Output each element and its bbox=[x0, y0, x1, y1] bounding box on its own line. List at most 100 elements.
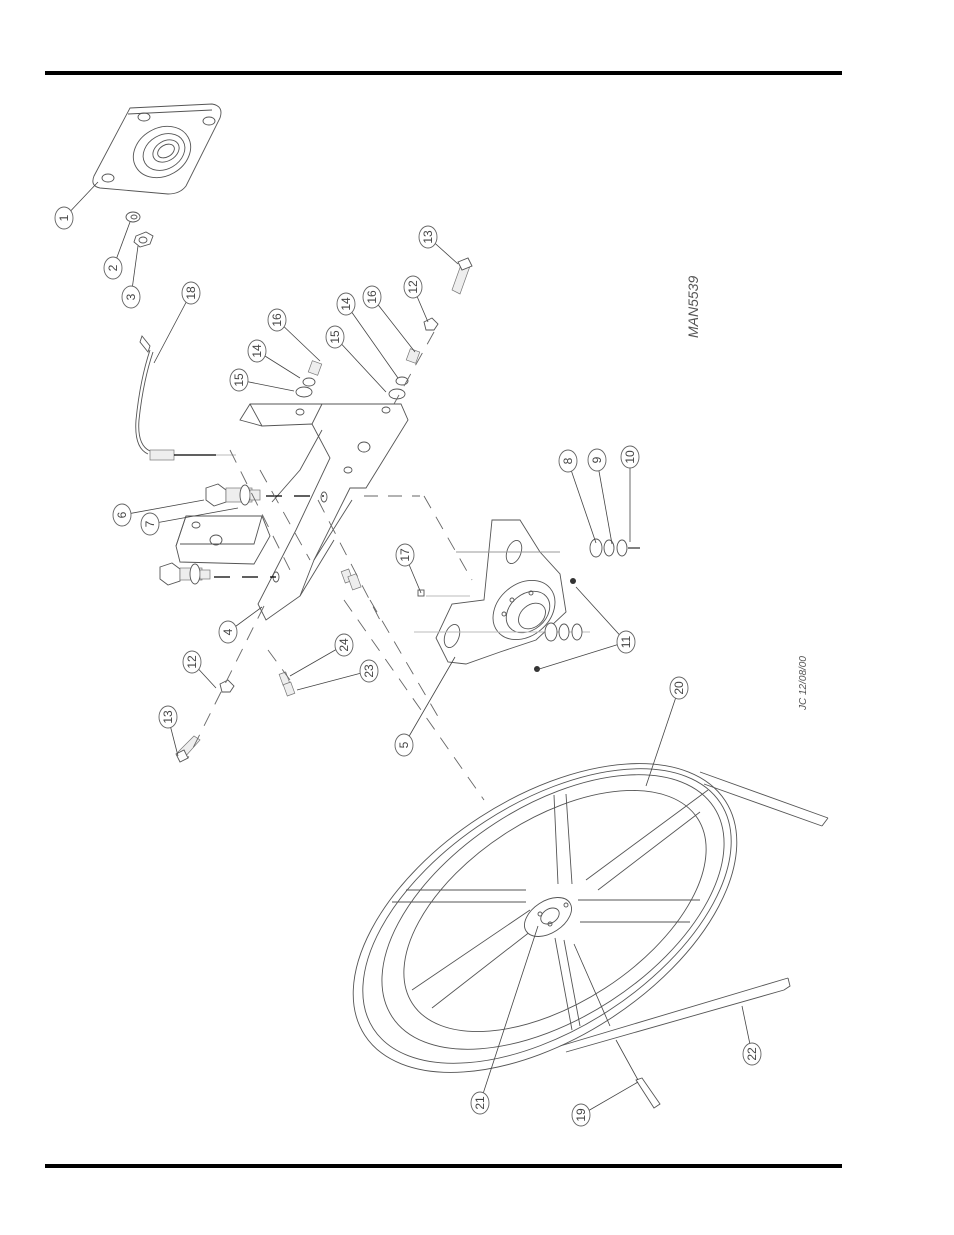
callout-10: 10 bbox=[620, 445, 640, 542]
key-part bbox=[573, 943, 661, 1109]
leader-line bbox=[645, 687, 680, 787]
callout-bubble bbox=[362, 285, 382, 309]
callout-bubble bbox=[394, 733, 414, 757]
callout-number: 6 bbox=[115, 511, 129, 518]
callout-number: 16 bbox=[365, 290, 379, 304]
callout-15: 15 bbox=[229, 368, 295, 392]
callout-number: 23 bbox=[362, 664, 376, 678]
leader-line bbox=[596, 459, 613, 545]
callout-number: 4 bbox=[221, 628, 235, 635]
callout-number: 3 bbox=[124, 293, 138, 300]
callout-bubble bbox=[616, 630, 636, 654]
callout-bubble bbox=[620, 445, 640, 469]
callout-bubble bbox=[182, 650, 202, 674]
leader-line bbox=[371, 296, 416, 353]
callout-16: 16 bbox=[267, 308, 321, 362]
drafter-date: JC 12/08/00 bbox=[798, 656, 809, 711]
callout-bubble bbox=[558, 449, 578, 473]
bracket-hardware bbox=[295, 257, 473, 405]
grease-fittings bbox=[267, 568, 362, 697]
leader-line bbox=[403, 656, 456, 746]
callout-15: 15 bbox=[325, 325, 387, 393]
leader-line bbox=[296, 670, 370, 691]
callout-number: 7 bbox=[143, 520, 157, 527]
flange-bearing-part bbox=[92, 103, 222, 195]
callout-11: 11 bbox=[535, 586, 636, 671]
callout-bubble bbox=[418, 225, 438, 249]
callout-13: 13 bbox=[158, 705, 179, 757]
callout-bubble bbox=[267, 308, 287, 332]
callout-bubble bbox=[112, 503, 132, 527]
sensor-cable-part bbox=[135, 335, 236, 461]
washer-nut-parts bbox=[125, 211, 154, 248]
callout-number: 13 bbox=[161, 710, 175, 724]
hex-bolt-upper bbox=[205, 483, 324, 507]
v-belt-part bbox=[559, 771, 829, 1053]
callout-number: 14 bbox=[339, 297, 353, 311]
callout-1: 1 bbox=[54, 181, 99, 230]
callout-number: 1 bbox=[57, 214, 71, 221]
callout-number: 2 bbox=[106, 264, 120, 271]
callout-number: 11 bbox=[619, 635, 633, 648]
callout-20: 20 bbox=[645, 676, 689, 787]
leader-line bbox=[575, 586, 627, 643]
callout-bubble bbox=[571, 1103, 591, 1127]
callout-bubble bbox=[359, 659, 379, 683]
leader-line bbox=[479, 925, 539, 1104]
mounting-bracket-part bbox=[175, 403, 409, 621]
callout-bubble bbox=[325, 325, 345, 349]
leader-line bbox=[567, 460, 597, 544]
leader-line bbox=[149, 507, 239, 525]
leader-line bbox=[334, 336, 387, 393]
callout-number: 24 bbox=[337, 638, 351, 652]
callout-19: 19 bbox=[571, 1081, 639, 1127]
callout-number: 20 bbox=[672, 681, 686, 695]
callout-number: 16 bbox=[270, 313, 284, 327]
callout-number: 15 bbox=[328, 330, 342, 344]
callout-bubble bbox=[121, 285, 141, 309]
callout-number: 14 bbox=[250, 344, 264, 358]
callout-6: 6 bbox=[112, 499, 205, 527]
callout-21: 21 bbox=[470, 925, 539, 1115]
callout-bubble bbox=[247, 339, 267, 363]
callout-12: 12 bbox=[182, 650, 217, 689]
callout-number: 17 bbox=[398, 548, 412, 562]
callout-9: 9 bbox=[587, 448, 613, 545]
lower-bolt-nut bbox=[175, 605, 265, 763]
callout-7: 7 bbox=[140, 507, 239, 536]
callout-number: 22 bbox=[745, 1047, 759, 1061]
callout-number: 8 bbox=[561, 457, 575, 464]
callout-bubble bbox=[336, 292, 356, 316]
callout-13: 13 bbox=[418, 225, 459, 265]
callout-bubble bbox=[54, 206, 74, 230]
callout-bubble bbox=[470, 1091, 490, 1115]
callout-bubble bbox=[403, 275, 423, 299]
callout-4: 4 bbox=[218, 606, 263, 644]
callout-bubble bbox=[395, 543, 415, 567]
callout-number: 15 bbox=[232, 373, 246, 387]
callout-bubble bbox=[181, 281, 201, 305]
callout-2: 2 bbox=[103, 221, 131, 280]
callout-24: 24 bbox=[289, 633, 354, 677]
assembly-lines bbox=[229, 449, 485, 801]
callout-bubble bbox=[103, 256, 123, 280]
bottom-rule bbox=[45, 1164, 842, 1168]
leader-line bbox=[345, 303, 399, 379]
callout-14: 14 bbox=[336, 292, 399, 379]
callout-number: 5 bbox=[397, 741, 411, 748]
callout-8: 8 bbox=[558, 449, 597, 544]
callout-number: 9 bbox=[590, 456, 604, 463]
callout-bubble bbox=[158, 705, 178, 729]
hex-bolt-lower bbox=[159, 562, 276, 586]
leader-line bbox=[535, 641, 627, 671]
leader-line bbox=[289, 644, 345, 677]
callout-bubble bbox=[229, 368, 249, 392]
callout-14: 14 bbox=[247, 339, 301, 379]
callout-bubble bbox=[334, 633, 354, 657]
callout-23: 23 bbox=[296, 659, 379, 691]
leader-line bbox=[153, 292, 192, 364]
callout-number: 18 bbox=[184, 286, 198, 300]
top-rule bbox=[45, 71, 842, 75]
